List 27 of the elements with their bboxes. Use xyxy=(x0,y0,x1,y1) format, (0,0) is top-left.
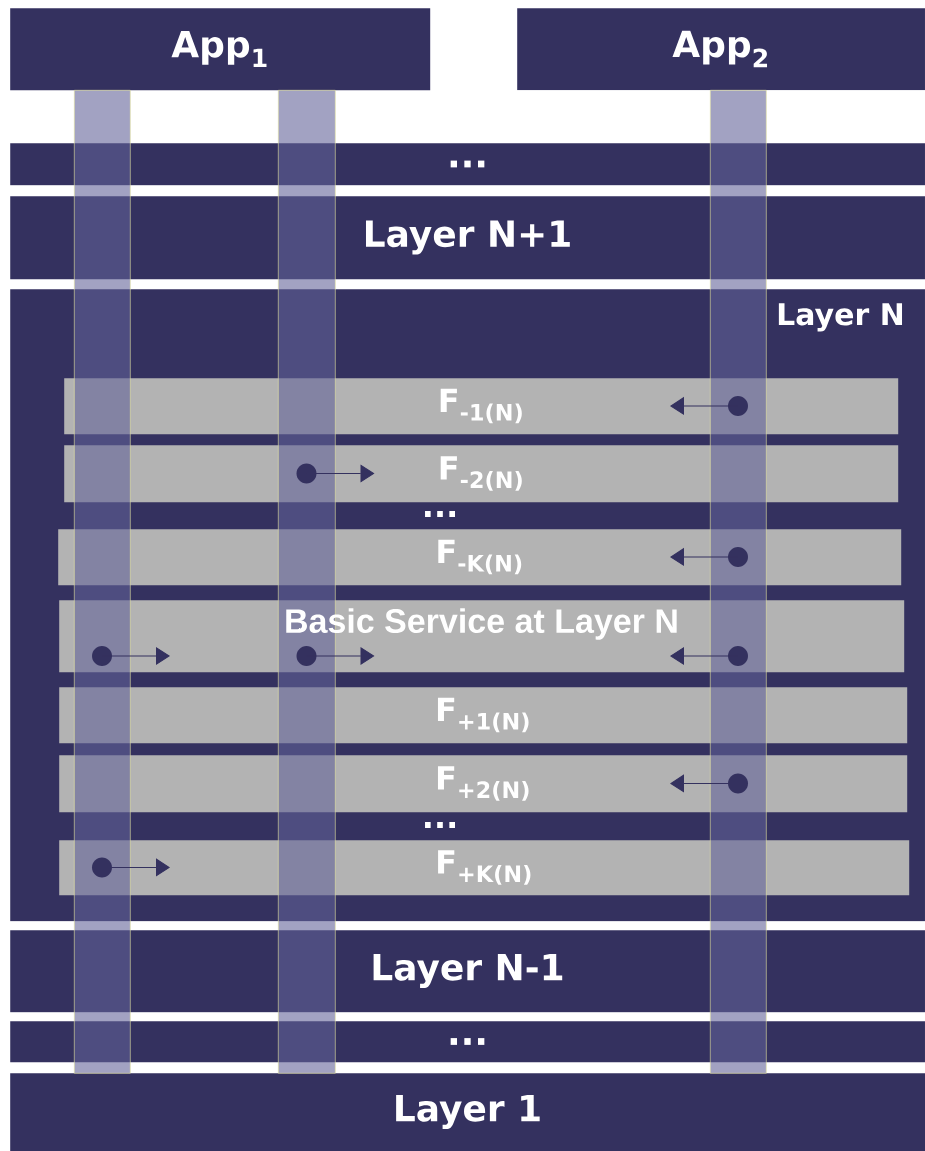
arrow xyxy=(296,463,375,484)
arrow xyxy=(670,396,748,416)
function-row: F$_{+K(N)}$ xyxy=(59,840,910,896)
layer-band: ... xyxy=(10,1021,925,1063)
service-title: Basic Service at Layer N xyxy=(286,608,677,640)
column-bar xyxy=(710,90,767,1074)
function-row: F$_{-1(N)}$ xyxy=(64,378,899,435)
layer-band: Layer 1 xyxy=(10,1073,925,1151)
arrow xyxy=(92,646,170,666)
arrow xyxy=(670,547,748,567)
column-bar xyxy=(74,90,131,1074)
ellipsis-label: ... xyxy=(425,822,455,828)
service-row xyxy=(59,600,905,673)
layer-band: ... xyxy=(10,143,925,186)
arrow xyxy=(296,646,375,666)
arrow xyxy=(670,646,748,666)
arrow xyxy=(670,773,748,794)
layer-band: Layer N+1 xyxy=(10,196,925,280)
function-row: F$_{-K(N)}$ xyxy=(58,529,902,586)
layer-band: Layer N-1 xyxy=(10,930,925,1013)
ellipsis-label: ... xyxy=(425,511,455,517)
function-row: F$_{-2(N)}$ xyxy=(64,445,899,503)
layer-band: App$_{2}$ xyxy=(517,8,925,91)
arrow xyxy=(92,857,170,878)
function-row: F$_{+2(N)}$ xyxy=(59,755,908,813)
layer-band: App$_{1}$ xyxy=(10,8,431,91)
function-row: F$_{+1(N)}$ xyxy=(59,687,908,744)
